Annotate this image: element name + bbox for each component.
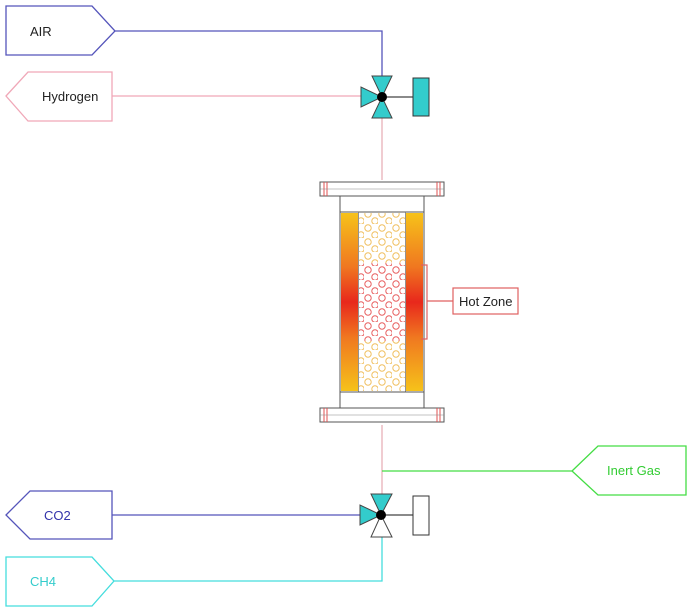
bottom-flange [319, 407, 445, 423]
bottom-valve-actuator[interactable] [412, 495, 430, 536]
inert-gas-label: Inert Gas [607, 463, 661, 478]
hydrogen-tag: Hydrogen [5, 71, 113, 122]
ch4-line [114, 532, 383, 582]
packed-bed-lower [359, 341, 405, 391]
co2-label: CO2 [44, 508, 71, 523]
right-heater [406, 213, 423, 391]
hydrogen-label: Hydrogen [42, 89, 98, 104]
hot-zone-label: Hot Zone [459, 294, 512, 309]
air-line [115, 30, 383, 80]
left-heater [341, 213, 358, 391]
hot-zone-bracket [421, 264, 428, 340]
packed-bed-upper [359, 213, 405, 263]
co2-tag: CO2 [5, 490, 113, 540]
top-valve-actuator[interactable] [412, 77, 430, 117]
hot-zone-annotation: Hot Zone [421, 264, 519, 340]
packed-bed-hot [359, 263, 405, 341]
air-tag: AIR [5, 5, 116, 56]
inert-gas-tag: Inert Gas [571, 445, 687, 496]
bottom-valve[interactable] [359, 493, 430, 538]
air-label: AIR [30, 24, 52, 39]
top-flange [319, 181, 445, 197]
top-valve[interactable] [360, 75, 430, 119]
ch4-tag: CH4 [5, 556, 115, 607]
hot-zone-box [452, 287, 519, 315]
ch4-label: CH4 [30, 574, 56, 589]
reactor [319, 181, 445, 423]
